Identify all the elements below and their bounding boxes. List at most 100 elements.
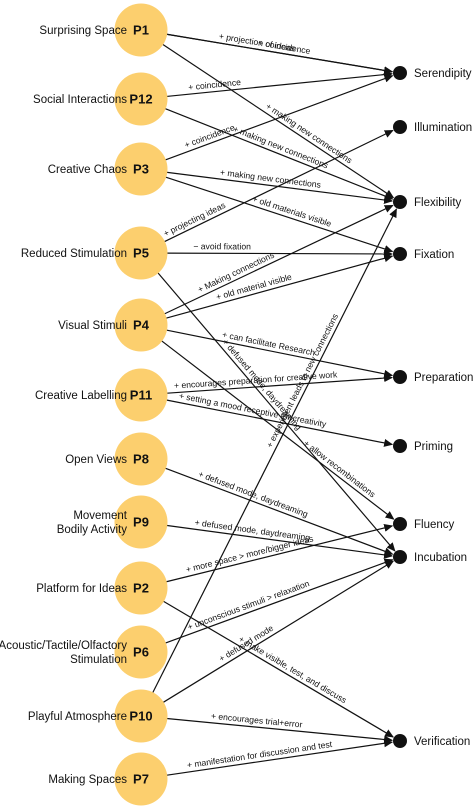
outcome-node-incubation: Incubation [393,550,467,564]
outcomes-layer: SerendipityIlluminationFlexibilityFixati… [393,66,473,748]
practice-id: P12 [129,92,152,107]
edge-p4-fluency [160,339,395,520]
edge-p4-flexibility [162,204,394,316]
practice-node-p1: P1 Surprising Space [39,3,168,57]
practice-node-p7: P7 Making Spaces [48,752,168,806]
outcome-node-verification: Verification [393,734,470,748]
practice-label: Platform for Ideas [36,583,127,595]
outcome-dot [393,439,407,453]
practice-label: Social Interactions [33,94,127,106]
practice-id: P7 [133,772,149,787]
outcome-label: Flexibility [414,197,462,209]
edge-p4-fixation [164,254,394,320]
practice-label-line: Acoustic/Tactile/Olfactory [0,640,127,652]
edge-label: + allow recombinations [302,438,378,499]
outcome-dot [393,120,407,134]
practice-id: P1 [133,23,149,38]
edge-p5-fixation [165,249,394,258]
edge-p10-verification [165,717,394,744]
practice-circle [114,625,168,679]
outcome-node-illumination: Illumination [393,120,472,134]
edge-p2-verification [161,599,394,738]
practice-circle [114,432,168,486]
edge-p10-incubation [161,560,395,704]
edge-p10-flexibility [151,208,397,695]
outcome-label: Preparation [414,372,473,384]
practice-circle [114,3,168,57]
edge-label: + defused mode, daydreaming [197,469,310,520]
edge-label: + projecting ideas [162,200,227,239]
practice-label: Surprising Space [39,25,127,37]
practice-label-line: Creative Labelling [35,390,127,402]
practice-id: P6 [133,645,149,660]
practice-id: P11 [130,388,152,403]
practice-label-line: Bodily Activity [57,524,128,536]
practice-label-line: Movement [73,510,127,522]
edge-label: + more space > more/bigger ideas [185,533,314,574]
edge-p12-serendipity [165,70,394,98]
practice-id: P3 [133,162,149,177]
practice-label-line: Surprising Space [39,25,127,37]
practice-node-p3: P3 Creative Chaos [48,142,168,196]
outcome-node-serendipity: Serendipity [393,66,472,80]
edge-p11-priming [164,399,394,447]
practice-label: Reduced Stimulation [21,248,127,260]
practice-label-line: Open Views [65,454,127,466]
practice-circle [114,368,168,422]
edge-p12-flexibility [163,107,394,200]
outcome-label: Priming [414,441,453,453]
practice-label-line: Reduced Stimulation [21,248,127,260]
practice-label: Playful Atmosphere [28,711,127,723]
edge-labels-layer: + coincidence+ projection of ideas+ maki… [162,31,378,770]
practice-circle [114,495,168,549]
edge-p11-preparation [165,374,394,394]
edge-label: + projection of ideas [218,31,296,54]
outcome-node-preparation: Preparation [393,370,473,384]
edge-p6-incubation [163,558,394,645]
edge-label: − avoid fixation [193,241,251,251]
outcome-dot [393,734,407,748]
edge-p2-fluency [164,523,394,583]
edge-p9-incubation [165,524,394,559]
edges-layer [151,33,397,777]
edge-label: + making new connections [220,167,322,190]
outcome-label: Serendipity [414,68,472,80]
outcome-dot [393,66,407,80]
edge-p1-serendipity [165,33,394,75]
outcome-dot [393,195,407,209]
outcome-dot [393,370,407,384]
practice-label: Making Spaces [48,774,127,786]
practice-label: Open Views [65,454,127,466]
practice-label: Creative Chaos [48,164,128,176]
outcome-label: Verification [414,736,470,748]
edge-label: + make visible, test, and discuss [237,634,348,705]
practice-label: Creative Labelling [35,390,127,402]
edge-label: + old materials visible [251,194,333,229]
outcome-dot [393,517,407,531]
outcome-label: Illumination [414,122,472,134]
outcome-node-flexibility: Flexibility [393,195,462,209]
practice-circle [114,298,168,352]
practice-label: Visual Stimuli [58,320,127,332]
practice-circle [114,226,168,280]
practice-label-line: Stimulation [70,654,127,666]
outcome-node-priming: Priming [393,439,453,453]
outcome-label: Fixation [414,249,454,261]
outcome-dot [393,550,407,564]
edge-label: + unconscious stimuli > relaxation [186,578,311,632]
practice-label-line: Social Interactions [33,94,127,106]
practice-label-line: Creative Chaos [48,164,128,176]
practice-circle [114,72,168,126]
edge-label: + setting a mood receptive for creativit… [178,390,328,429]
practice-label-line: Playful Atmosphere [28,711,127,723]
